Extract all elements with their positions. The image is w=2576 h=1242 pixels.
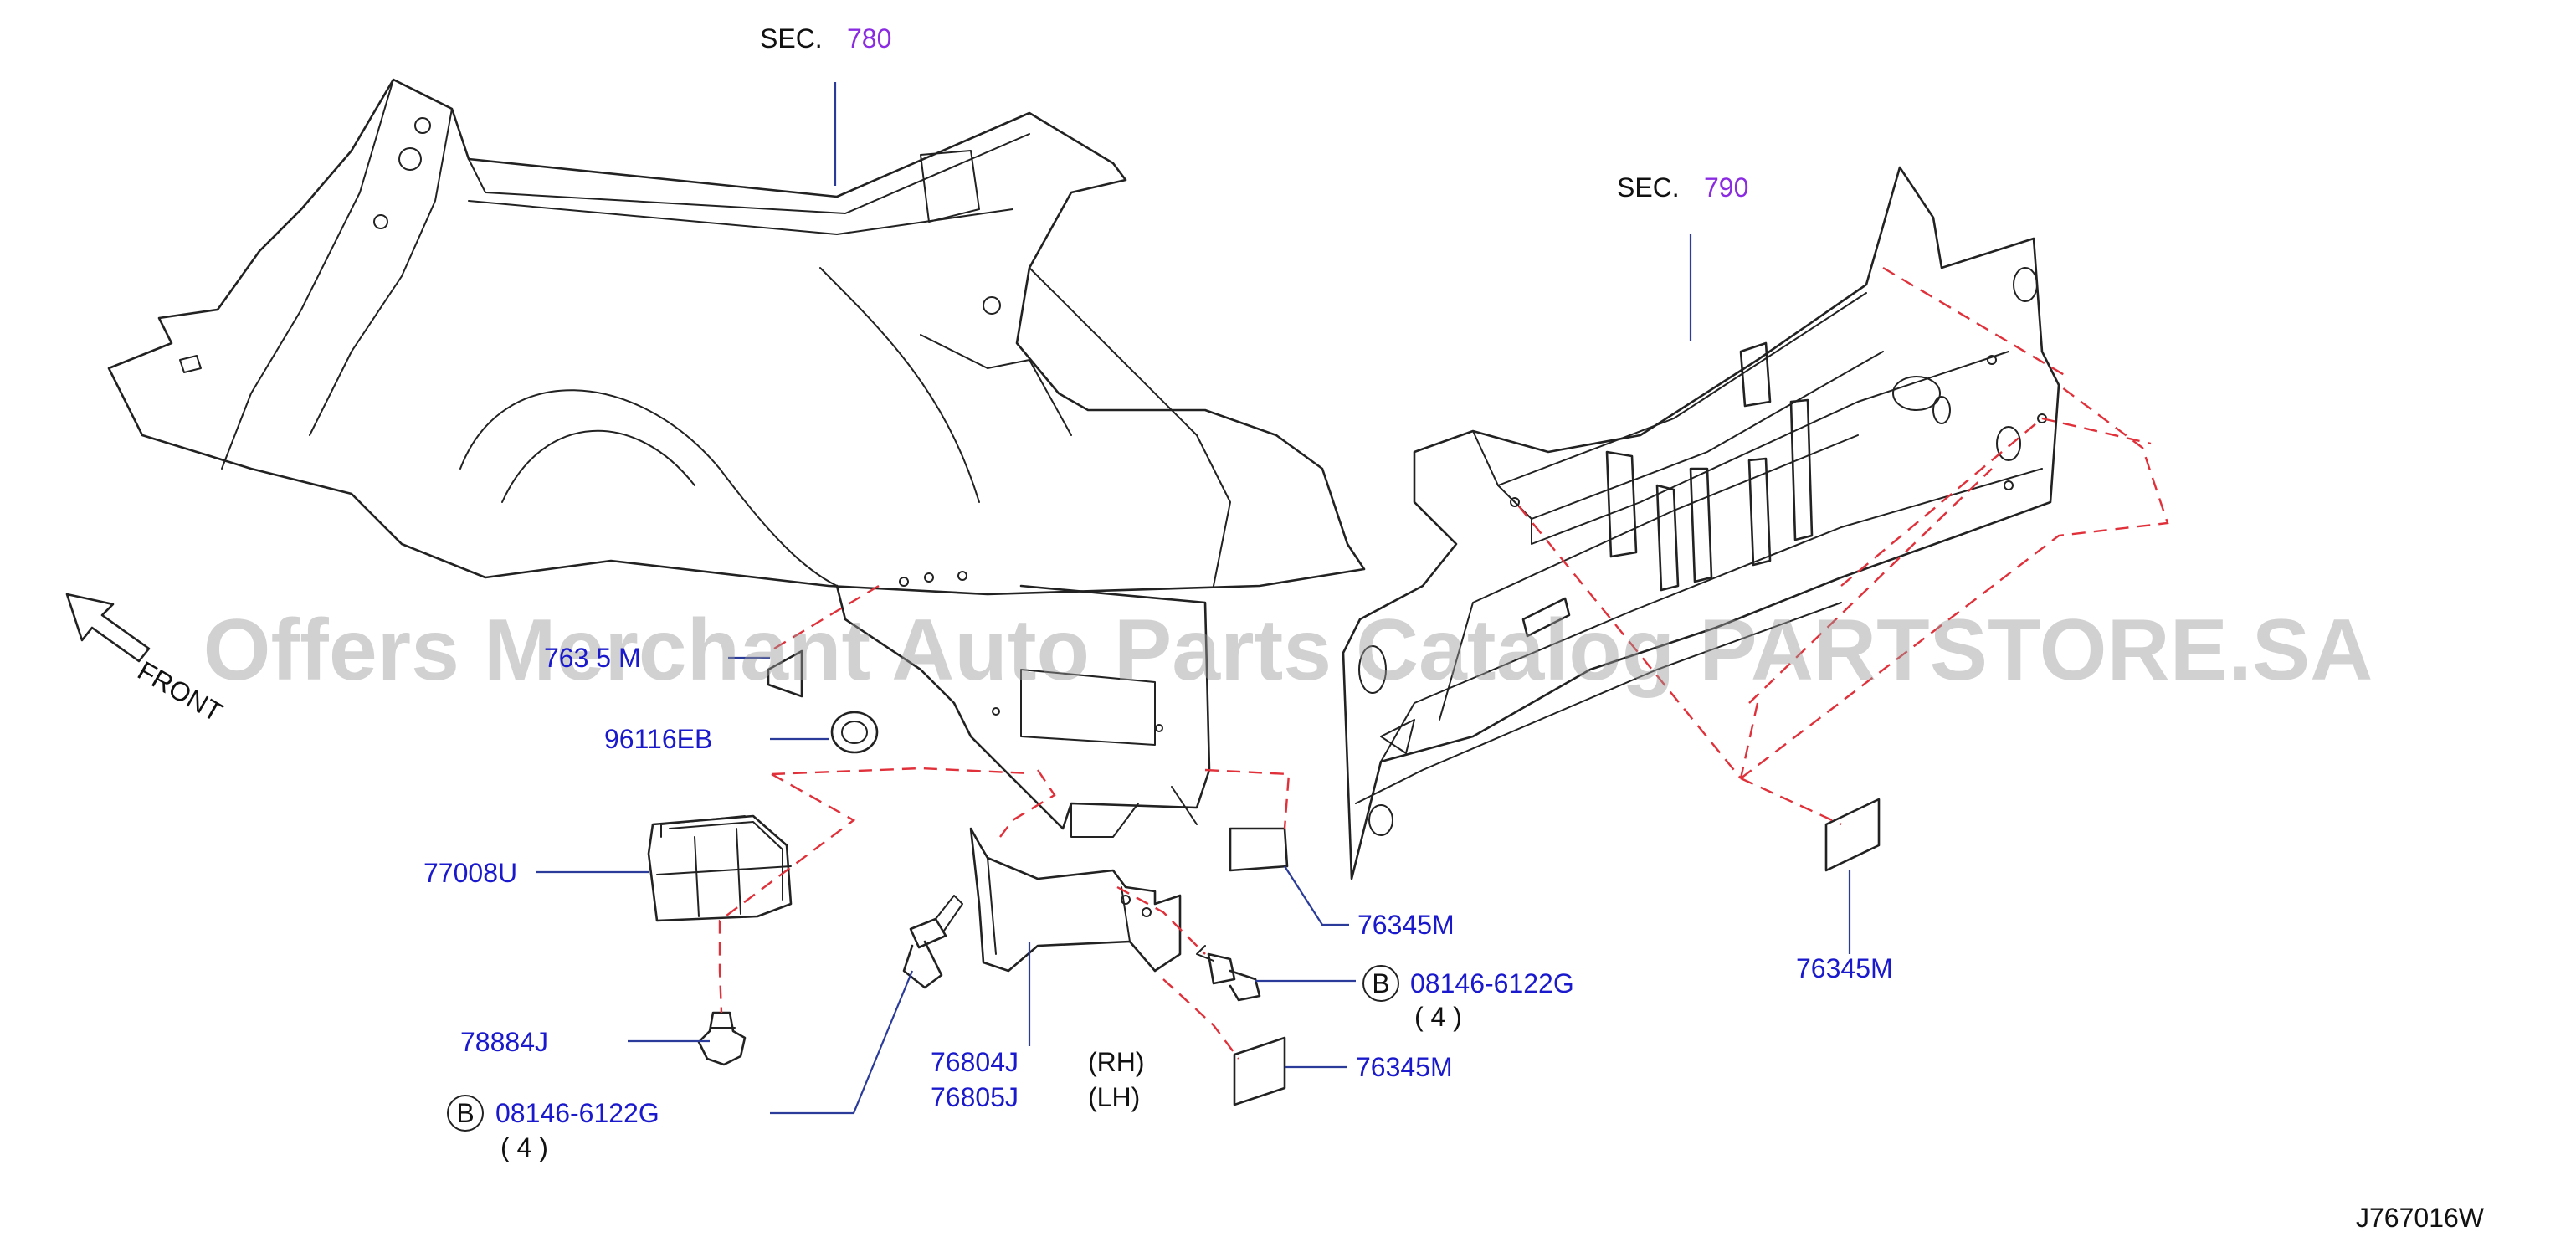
bolt-badge-left-letter: B	[456, 1098, 474, 1128]
bolt-left	[902, 895, 963, 989]
bolt-left-qty: ( 4 )	[500, 1132, 548, 1162]
side-label-rh: (RH)	[1088, 1047, 1145, 1077]
section-ref-790-link[interactable]: 790	[1704, 172, 1748, 203]
clip-78884j	[697, 1011, 747, 1066]
diagram-code: J767016W	[2356, 1203, 2485, 1233]
part-label-76345m-b[interactable]: 76345M	[1356, 1052, 1453, 1082]
section-ref-790-prefix: SEC.	[1617, 172, 1680, 203]
part-label-bolt-right[interactable]: 08146-6122G	[1410, 968, 1574, 998]
section-ref-780-prefix: SEC.	[760, 23, 823, 54]
part-label-76345m-a[interactable]: 76345M	[1357, 910, 1455, 940]
bolt-right-qty: ( 4 )	[1414, 1002, 1462, 1032]
rear-panel	[1342, 166, 2060, 880]
part-label-bolt-left[interactable]: 08146-6122G	[495, 1098, 659, 1128]
part-label-763x5m[interactable]: 763 5 M	[544, 643, 641, 673]
bolt-badge-right-letter: B	[1372, 968, 1389, 998]
rear-quarter-panel	[107, 78, 1366, 838]
part-label-76345m-c[interactable]: 76345M	[1796, 953, 1893, 983]
part-label-78884j[interactable]: 78884J	[460, 1027, 548, 1057]
section-ref-780-link[interactable]: 780	[847, 23, 891, 54]
part-label-96116eb[interactable]: 96116EB	[604, 724, 712, 754]
bolt-right	[1196, 945, 1261, 1002]
part-label-76805j[interactable]: 76805J	[931, 1082, 1019, 1112]
watermark: Offers Merchant Auto Parts Catalog PARTS…	[203, 602, 2373, 699]
assembly-lines	[718, 266, 2169, 1060]
pad-76345m	[1229, 798, 1881, 1106]
part-label-76804j[interactable]: 76804J	[931, 1047, 1019, 1077]
grommet-96116eb	[830, 711, 879, 754]
bolt-badge-right	[1362, 965, 1399, 1002]
air-vent-77008u	[647, 814, 793, 922]
part-label-77008u[interactable]: 77008U	[423, 858, 517, 888]
bolt-badge-left	[447, 1095, 484, 1132]
side-label-lh: (LH)	[1088, 1082, 1140, 1112]
leader-lines	[536, 82, 1851, 1115]
misc-pad-763x5m	[767, 649, 803, 698]
bracket-76804j	[969, 827, 1182, 973]
